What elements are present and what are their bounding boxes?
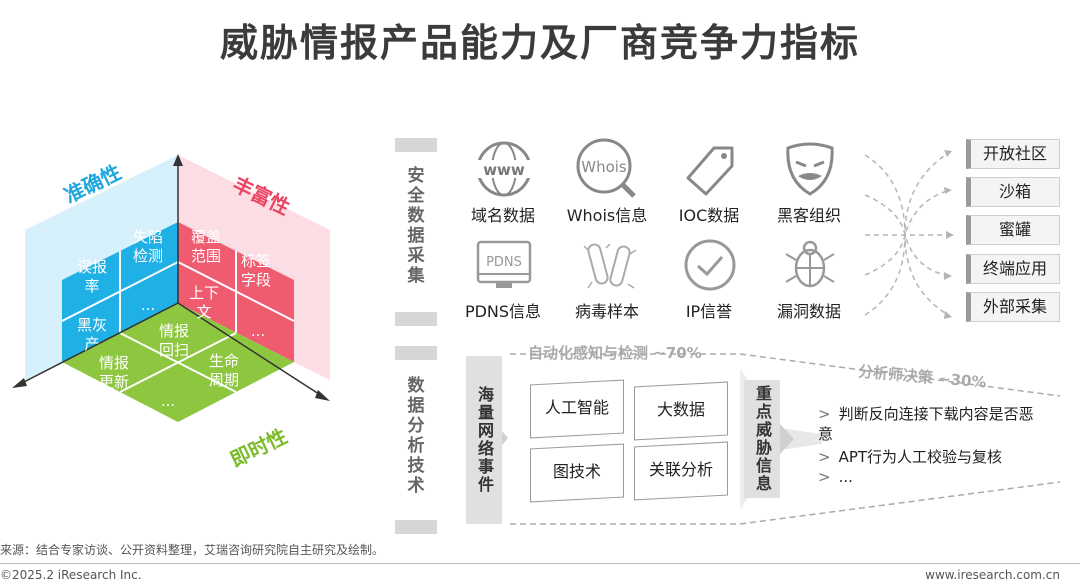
automation-share-label: 自动化感知与检测 ~70% [528,344,702,362]
section-bar [395,138,437,152]
svg-text:PDNS: PDNS [486,255,522,270]
key-threat-info-label: 重点威胁信息 [744,380,780,498]
analyst-task-3: >... [818,468,853,486]
pdns-icon: PDNS [474,236,534,294]
input-events-label: 海量网络事件 [466,356,502,524]
bug-icon [780,236,840,294]
whois-icon: Whois [574,136,636,198]
left-axis [19,302,179,385]
svg-text:Whois: Whois [581,158,627,176]
www-icon: www [474,140,534,198]
technique-big-data: 大数据 [634,381,728,441]
section-bar [395,312,437,326]
right-axis [177,302,323,397]
analyst-task-2: >APT行为人工校验与复核 [818,448,1003,466]
cube-cell-black-grey-industry: 黑灰 产 [76,316,107,353]
data-analysis-section-label: 数据分析技术 [407,376,425,496]
cube-cell-intel-rescan: 情报 回扫 [158,322,189,359]
copyright: ©2025.2 iResearch Inc. [0,568,142,582]
channel-external-collection: 外部采集 [966,292,1060,322]
source-label-pdns: PDNS信息 [464,302,542,321]
hacker-mask-icon [780,140,840,198]
technique-correlation: 关联分析 [634,441,728,501]
cube-cell-coverage: 覆盖 范围 [190,228,221,265]
cube-cell-richness-more: ... [250,322,266,340]
source-label-ioc: IOC数据 [678,206,740,225]
channel-honeypot: 蜜罐 [966,215,1060,245]
tag-icon [680,140,740,198]
cube-cell-compromise-detection: 失陷 检测 [132,228,163,265]
source-label-domain: 域名数据 [470,206,535,225]
source-label-ip-reputation: IP信誉 [685,302,733,321]
cube-cell-context: 上下 文 [188,284,219,321]
cube-cell-accuracy-more: ... [140,296,156,314]
data-collection-section-label: 安全数据采集 [407,166,425,286]
cube-cell-tag-fields: 标签 字段 [240,252,271,289]
website: www.iresearch.com.cn [925,568,1060,582]
cube-cell-false-positive: 误报 率 [76,258,107,295]
source-label-whois: Whois信息 [566,206,648,225]
source-note: 来源：结合专家访谈、公开资料整理，艾瑞咨询研究院自主研究及绘制。 [0,543,385,557]
analyst-task-1: >判断反向连接下载内容是否恶意 [818,405,1034,443]
source-label-vulnerabilities: 漏洞数据 [776,302,841,321]
capability-cube [12,154,330,422]
check-circle-icon [680,236,740,294]
cube-cell-lifecycle: 生命 周期 [208,352,239,389]
page-title: 威胁情报产品能力及厂商竞争力指标 [219,21,860,65]
svg-text:www: www [483,161,525,179]
channel-sandbox: 沙箱 [966,177,1060,207]
source-label-hacker-groups: 黑客组织 [776,206,841,225]
cube-cell-timeliness-more: ... [160,392,176,410]
channel-open-community: 开放社区 [966,139,1060,169]
cube-cell-intel-update: 情报 更新 [98,354,129,391]
footer-divider [0,563,1080,564]
section-bar [395,346,437,360]
source-label-virus-samples: 病毒样本 [574,302,639,321]
source-flow-arrows [864,150,954,319]
virus-icon [580,236,640,294]
technique-ai: 人工智能 [530,379,624,439]
technique-graph: 图技术 [530,443,624,503]
section-bar [395,520,437,534]
channel-endpoint-apps: 终端应用 [966,254,1060,284]
